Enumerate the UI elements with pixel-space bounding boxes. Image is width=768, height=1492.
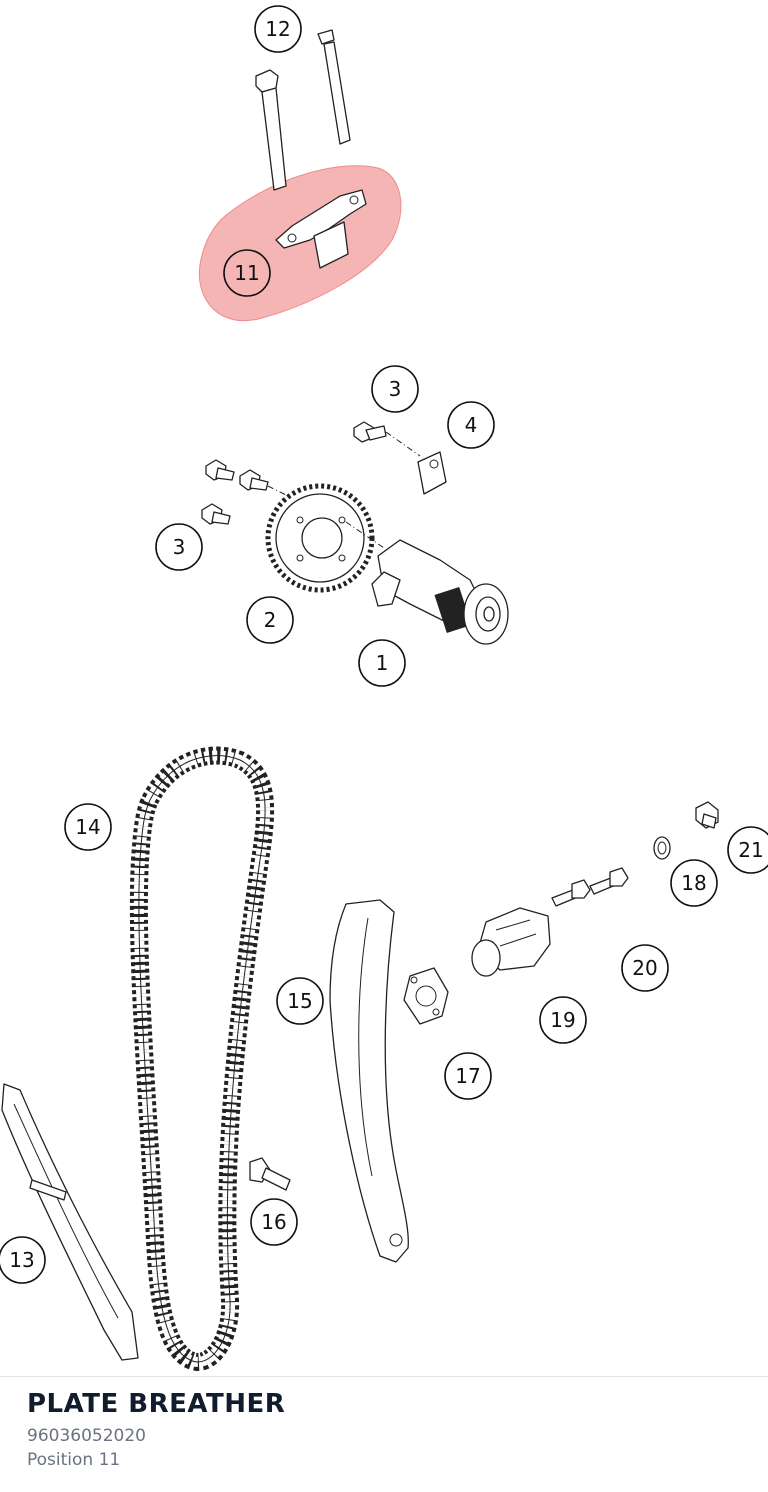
svg-text:4: 4: [465, 413, 478, 437]
o-ring-part-18[interactable]: [653, 836, 671, 860]
plug-part-21[interactable]: [695, 801, 719, 829]
camshaft-part-1[interactable]: [371, 539, 509, 645]
chain-tensioner-part-19[interactable]: [471, 907, 551, 977]
part-info-panel: PLATE BREATHER 96036052020 Position 11: [0, 1376, 768, 1492]
callout-1[interactable]: 1: [358, 639, 406, 687]
callout-12[interactable]: 12: [254, 5, 302, 53]
part-name: PLATE BREATHER: [27, 1389, 286, 1419]
svg-text:19: 19: [550, 1008, 575, 1032]
gasket-part-17[interactable]: [403, 967, 449, 1025]
callout-16[interactable]: 16: [250, 1198, 298, 1246]
part-position: Position 11: [27, 1450, 121, 1470]
plate-part-4[interactable]: [417, 451, 447, 495]
svg-text:3: 3: [389, 377, 402, 401]
callout-14[interactable]: 14: [64, 803, 112, 851]
timing-chain-part-14[interactable]: [129, 746, 275, 1371]
svg-text:17: 17: [455, 1064, 480, 1088]
svg-text:1: 1: [376, 651, 389, 675]
svg-text:18: 18: [681, 871, 706, 895]
callout-21[interactable]: 21: [727, 826, 768, 874]
svg-text:15: 15: [287, 989, 312, 1013]
tensioner-rail-part-15[interactable]: [329, 899, 409, 1263]
callout-20[interactable]: 20: [621, 944, 669, 992]
bolt-part-12a[interactable]: [255, 69, 287, 191]
svg-text:16: 16: [261, 1210, 286, 1234]
svg-text:2: 2: [264, 608, 277, 632]
callout-11[interactable]: 11: [223, 249, 271, 297]
part-number: 96036052020: [27, 1426, 146, 1446]
callout-19[interactable]: 19: [539, 996, 587, 1044]
parts-diagram: 12 11 3 4 3 2 1 14 21 18 20 15 19 17 16 …: [0, 5, 768, 1371]
callout-15[interactable]: 15: [276, 977, 324, 1025]
svg-text:21: 21: [738, 838, 763, 862]
svg-text:12: 12: [265, 17, 290, 41]
camshaft-sprocket-part-2[interactable]: [265, 483, 375, 593]
svg-text:11: 11: [234, 261, 259, 285]
callout-18[interactable]: 18: [670, 859, 718, 907]
callout-3-top[interactable]: 3: [371, 365, 419, 413]
callout-3-left[interactable]: 3: [155, 523, 203, 571]
callout-17[interactable]: 17: [444, 1052, 492, 1100]
bolt-part-3-top[interactable]: [353, 421, 387, 443]
plate-breather-part-11[interactable]: [275, 189, 367, 269]
svg-text:3: 3: [173, 535, 186, 559]
bolt-part-20[interactable]: [551, 867, 629, 907]
callout-4[interactable]: 4: [447, 401, 495, 449]
bolt-part-3-left[interactable]: [201, 459, 269, 525]
svg-text:20: 20: [632, 956, 657, 980]
bolt-part-16[interactable]: [249, 1157, 291, 1191]
bolt-part-12b[interactable]: [317, 29, 351, 145]
svg-text:13: 13: [9, 1248, 34, 1272]
callout-13[interactable]: 13: [0, 1236, 46, 1284]
svg-text:14: 14: [75, 815, 100, 839]
callout-2[interactable]: 2: [246, 596, 294, 644]
guide-rail-part-13[interactable]: [1, 1083, 139, 1361]
